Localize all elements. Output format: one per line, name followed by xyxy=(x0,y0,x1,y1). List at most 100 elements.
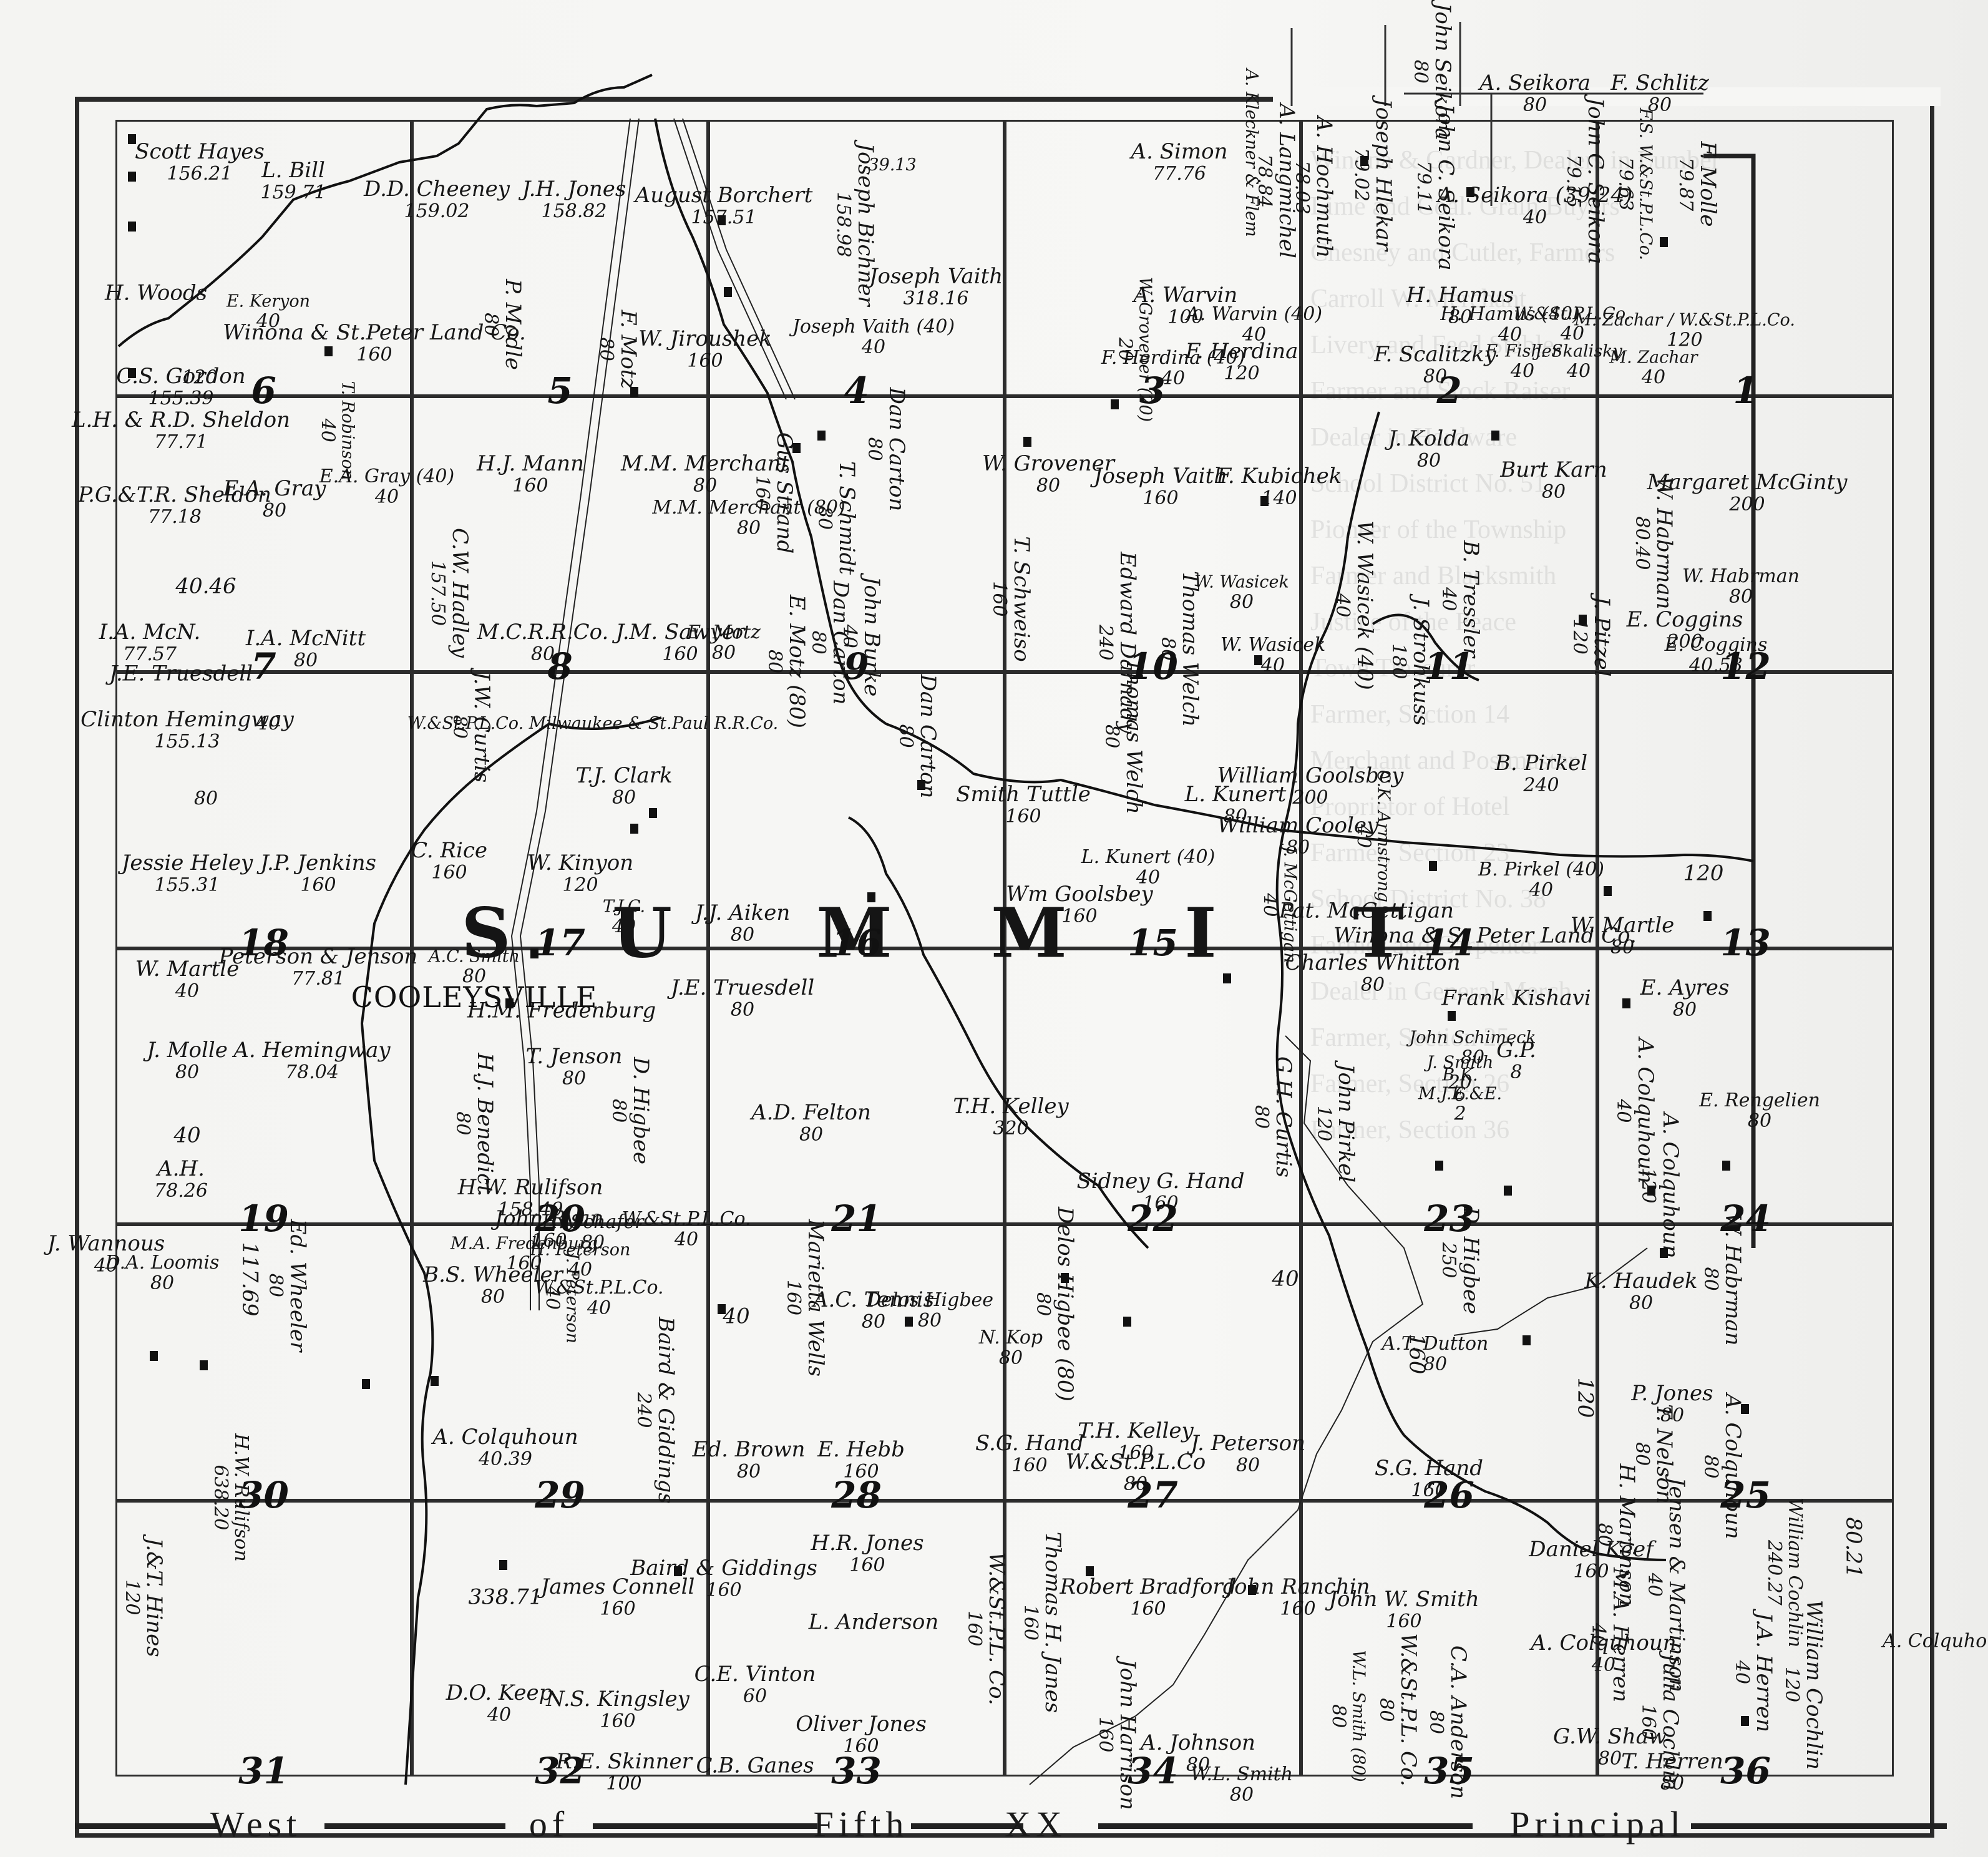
parcel-owner-label[interactable]: 120 xyxy=(1573,1378,1598,1418)
parcel-owner-label[interactable]: W. Wasicek (40)40 xyxy=(1332,520,1377,690)
parcel-owner-label[interactable]: A. Colquhoun120 xyxy=(1637,1113,1683,1258)
parcel-owner-label[interactable]: 40 xyxy=(256,714,280,734)
parcel-owner-label[interactable]: 40 xyxy=(1272,1267,1299,1290)
parcel-owner-label[interactable]: Winona & St.Peter Land Co.160 xyxy=(223,321,526,365)
parcel-owner-label[interactable]: 40 xyxy=(723,1304,749,1328)
parcel-owner-label[interactable]: August Borchert157.51 xyxy=(635,183,813,228)
parcel-owner-label[interactable]: Delos Higbee (80)80 xyxy=(1032,1207,1078,1401)
parcel-owner-label[interactable]: L. Anderson xyxy=(809,1610,939,1634)
parcel-owner-label[interactable]: 338.71 xyxy=(469,1585,543,1609)
parcel-owner-label[interactable]: Frank Kishavi xyxy=(1441,986,1591,1010)
parcel-owner-label[interactable]: E. Motz (80)80 xyxy=(764,595,809,728)
parcel-owner-label[interactable]: 80.21 xyxy=(1841,1517,1866,1577)
parcel-owner-label[interactable]: Winona & St Peter Land Co. xyxy=(1333,924,1637,947)
parcel-owner-label[interactable]: Joseph Vaith (40)40 xyxy=(792,316,955,358)
parcel-owner-label[interactable]: F.S. W.&St.P.L.Co.79.63 xyxy=(1615,108,1655,260)
parcel-owner-label[interactable]: 117.69 xyxy=(238,1242,263,1317)
parcel-owner-label[interactable]: W.&St.P.L.Co. Milwaukee & St.Paul R.R.Co… xyxy=(407,714,778,733)
parcel-owner-label[interactable]: W. Grovener (20)20 xyxy=(1114,277,1155,422)
parcel-owner-label[interactable]: F. Herdina (40)40 xyxy=(1101,348,1245,389)
parcel-owner-label[interactable]: M. Zachar / W.&St.P.L.Co.120 xyxy=(1574,311,1795,350)
parcel-owner-label[interactable]: M.M. Merchant (80)80 xyxy=(652,497,845,539)
parcel-owner-label[interactable]: 120 xyxy=(1683,861,1724,885)
parcel-owner-label[interactable]: 80 xyxy=(194,789,218,809)
